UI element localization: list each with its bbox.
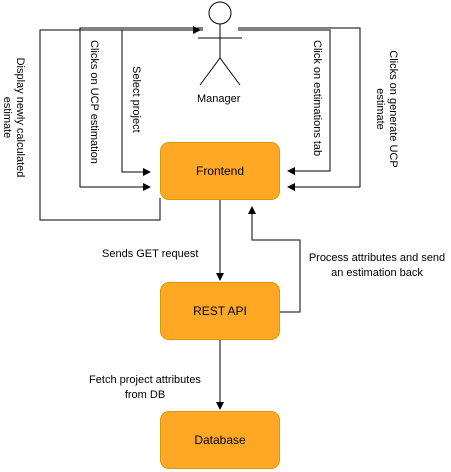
rest-api-label: REST API [193,304,247,318]
edge-display-estimate [39,26,201,221]
edge-click-ucp [79,27,203,191]
edge-click-generate-label: Clicks on generate UCP estimate [374,50,399,168]
database-box: Database [160,411,280,469]
edge-process-attrs-label: Process attributes and send an estimatio… [308,252,446,279]
actor-label: Manager [197,93,241,105]
edge-click-ucp-label: Clicks on UCP estimation [88,40,100,164]
database-label: Database [194,433,246,447]
rest-api-box: REST API [160,282,280,340]
frontend-box: Frontend [160,142,280,200]
edge-click-tab-label: Click on estimations tab [311,40,323,157]
edge-select-project-label: Select project [130,66,142,133]
manager-actor-icon [198,1,242,86]
edge-select-project [121,29,203,176]
edge-process-attrs [248,206,301,313]
edge-sends-get-label: Sends GET request [102,248,199,260]
edge-fetch-attrs-label: Fetch project attributes from DB [89,374,201,401]
edge-display-estimate-label: Display newly calculated estimate [1,57,26,178]
edge-click-generate [238,27,361,191]
frontend-label: Frontend [195,164,245,178]
edge-click-tab [238,29,331,175]
